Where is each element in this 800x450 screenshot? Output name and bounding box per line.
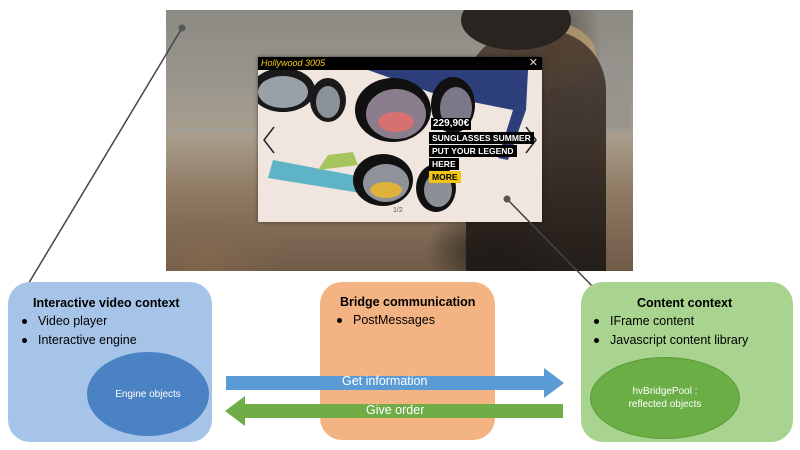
page-indicator: 1/2	[393, 207, 403, 214]
get-information-label: Get information	[342, 374, 428, 388]
list-item: Video player	[18, 312, 137, 331]
promo-line: HERE	[429, 158, 459, 170]
more-button[interactable]: MORE	[429, 171, 461, 183]
give-order-label: Give order	[366, 403, 425, 417]
promo-line: SUNGLASSES SUMMER	[429, 132, 534, 144]
bridge-pool-ellipse: hvBridgePool : reflected objects	[590, 357, 740, 439]
list-item: Interactive engine	[18, 331, 137, 350]
interactive-video-context-list: Video player Interactive engine	[18, 312, 137, 350]
content-context-list: IFrame content Javascript content librar…	[590, 312, 748, 350]
content-context-title: Content context	[637, 296, 733, 310]
product-popup: Hollywood 3005 ✕ 229,90€ SUNGLASSES SUMM…	[258, 57, 542, 222]
bridge-pool-sublabel: reflected objects	[628, 399, 702, 410]
next-arrow-icon[interactable]	[524, 125, 538, 155]
list-item: IFrame content	[590, 312, 748, 331]
sunglasses-image	[258, 70, 528, 212]
engine-objects-ellipse: Engine objects	[87, 352, 209, 436]
bridge-communication-list: PostMessages	[333, 311, 435, 330]
bridge-pool-label: hvBridgePool :	[632, 386, 698, 397]
bridge-communication-title: Bridge communication	[340, 295, 476, 309]
connector-line-left	[23, 27, 183, 292]
promo-line: PUT YOUR LEGEND	[429, 145, 517, 157]
list-item: Javascript content library	[590, 331, 748, 350]
get-information-arrow	[226, 368, 564, 398]
engine-objects-label: Engine objects	[115, 388, 181, 400]
interactive-video-context-title: Interactive video context	[33, 296, 180, 310]
price-tag: 229,90€	[431, 118, 472, 130]
list-item: PostMessages	[333, 311, 435, 330]
popup-title-bar: Hollywood 3005 ✕	[258, 57, 542, 70]
give-order-arrow	[225, 396, 563, 426]
close-icon[interactable]: ✕	[528, 57, 538, 69]
popup-title: Hollywood 3005	[261, 58, 326, 68]
previous-arrow-icon[interactable]	[262, 125, 276, 155]
